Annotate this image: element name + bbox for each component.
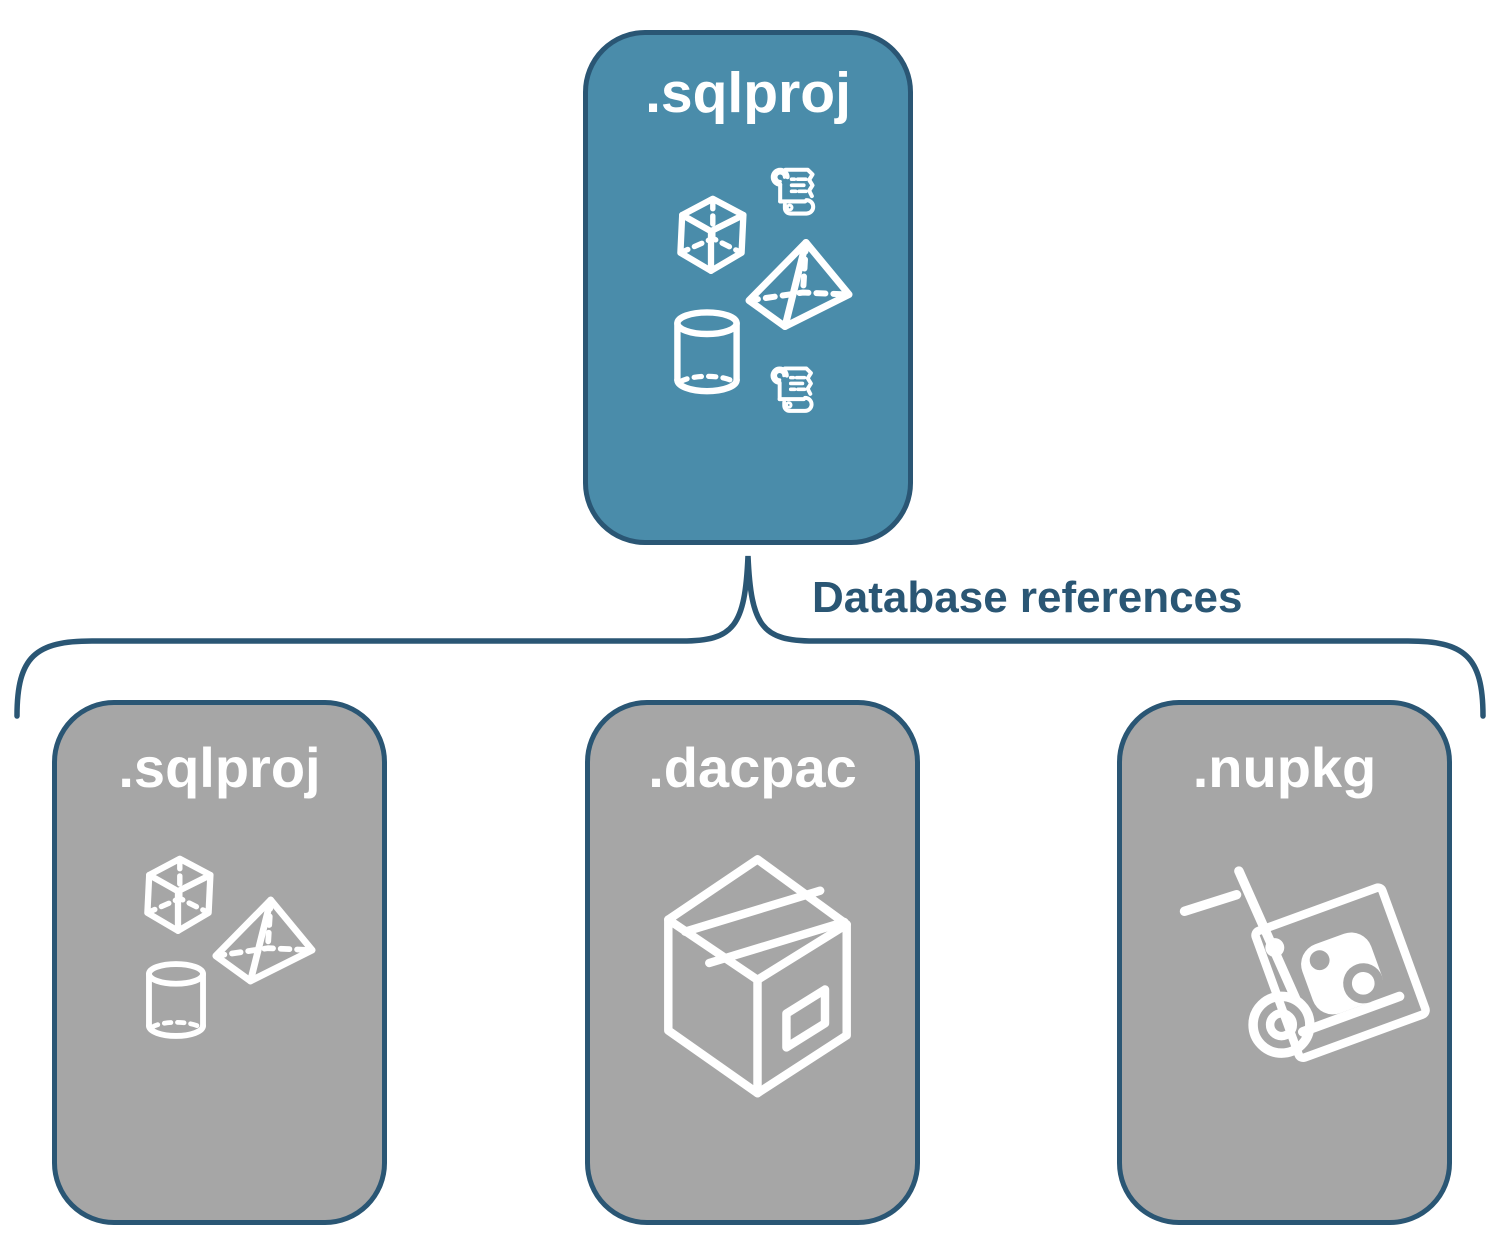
cube-icon: [677, 195, 747, 274]
root-node-label: .sqlproj: [645, 61, 851, 125]
node-child-dacpac: .dacpac: [585, 700, 920, 1225]
cylinder-icon: [146, 961, 206, 1039]
script-scroll-icon: [770, 167, 816, 216]
pyramid-icon: [212, 896, 316, 985]
nuget-dolly-icon: [1179, 866, 1430, 1062]
node-root-sqlproj: .sqlproj: [583, 30, 913, 545]
pyramid-icon: [745, 239, 853, 330]
child-node-label: .dacpac: [648, 736, 857, 799]
script-scroll-icon: [770, 366, 814, 413]
child-node-label: .nupkg: [1192, 736, 1377, 799]
child-node-label: .sqlproj: [118, 736, 321, 799]
package-box-icon: [664, 855, 851, 1098]
cube-icon: [144, 855, 214, 934]
connector-label: Database references: [812, 573, 1243, 622]
cylinder-icon: [674, 309, 740, 395]
node-child-nupkg: .nupkg: [1117, 700, 1452, 1225]
node-child-sqlproj: .sqlproj: [52, 700, 387, 1225]
